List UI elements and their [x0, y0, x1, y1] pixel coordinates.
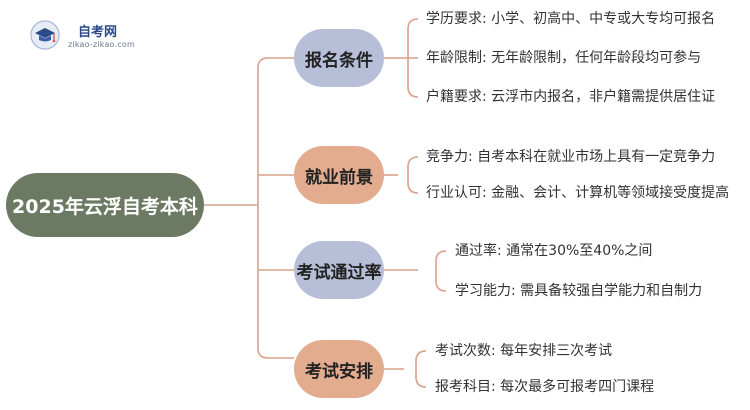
leaf-learning-ability: 学习能力: 需具备较强自学能力和自制力	[455, 283, 703, 299]
leaf-competitiveness: 竞争力: 自考本科在就业市场上具有一定竞争力	[426, 149, 716, 165]
leaf-education-requirement: 学历要求: 小学、初高中、中专或大专均可报名	[426, 11, 716, 27]
leaf-pass-rate: 通过率: 通常在30%至40%之间	[455, 243, 653, 259]
logo-subtitle: zikao-zikao.com	[68, 40, 135, 49]
branch-pass-rate: 考试通过率	[294, 241, 384, 299]
leaf-household-requirement: 户籍要求: 云浮市内报名，非户籍需提供居住证	[426, 89, 716, 105]
trunk-line	[257, 57, 269, 359]
branch-exam-schedule: 考试安排	[294, 340, 384, 398]
site-logo[interactable]: 自考网 zikao-zikao.com	[24, 14, 154, 54]
root-node: 2025年云浮自考本科	[6, 173, 204, 237]
logo-title: 自考网	[78, 25, 118, 40]
leaf-bracket	[415, 350, 427, 388]
leaf-age-limit: 年龄限制: 无年龄限制，任何年龄段均可参与	[426, 50, 702, 66]
branch-registration: 报名条件	[294, 29, 384, 87]
leaf-exam-frequency: 考试次数: 每年安排三次考试	[435, 343, 613, 359]
leaf-industry-recognition: 行业认可: 金融、会计、计算机等领域接受度提高	[426, 185, 730, 201]
leaf-bracket	[407, 156, 419, 194]
graduation-cap-icon	[30, 20, 60, 50]
branch-employment: 就业前景	[294, 146, 384, 204]
leaf-exam-subjects: 报考科目: 每次最多可报考四门课程	[435, 379, 655, 395]
leaf-bracket	[435, 250, 447, 292]
